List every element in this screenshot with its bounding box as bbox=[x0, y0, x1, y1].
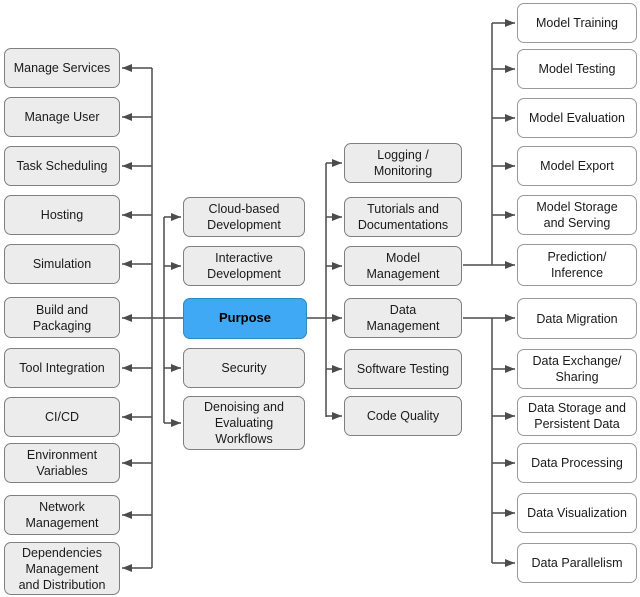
node-manage-services: Manage Services bbox=[4, 48, 120, 88]
node-tool-integration: Tool Integration bbox=[4, 348, 120, 388]
node-environment-variables: Environment Variables bbox=[4, 443, 120, 483]
node-model-training: Model Training bbox=[517, 3, 637, 43]
node-logging-monitoring: Logging / Monitoring bbox=[344, 143, 462, 183]
node-data-visualization: Data Visualization bbox=[517, 493, 637, 533]
node-build-and-packaging: Build and Packaging bbox=[4, 297, 120, 338]
node-prediction-inference: Prediction/​Inference bbox=[517, 244, 637, 286]
node-denoising-workflows: Denoising and Evaluating Workflows bbox=[183, 396, 305, 450]
node-network-management: Network Management bbox=[4, 495, 120, 535]
node-data-migration: Data Migration bbox=[517, 298, 637, 339]
node-tutorials-documentations: Tutorials and Documentations bbox=[344, 197, 462, 237]
node-data-management: Data Management bbox=[344, 298, 462, 338]
node-cloud-based-development: Cloud-based Development bbox=[183, 197, 305, 237]
node-model-management: Model Management bbox=[344, 246, 462, 286]
node-model-evaluation: Model Evaluation bbox=[517, 98, 637, 138]
node-task-scheduling: Task Scheduling bbox=[4, 146, 120, 186]
node-dependencies-management: Dependencies Management and Distribution bbox=[4, 542, 120, 595]
node-hosting: Hosting bbox=[4, 195, 120, 235]
node-data-storage-persistent: Data Storage and Persistent Data bbox=[517, 396, 637, 436]
node-model-testing: Model Testing bbox=[517, 49, 637, 89]
node-purpose: Purpose bbox=[183, 298, 307, 339]
node-data-parallelism: Data Parallelism bbox=[517, 543, 637, 583]
node-manage-user: Manage User bbox=[4, 97, 120, 137]
node-software-testing: Software Testing bbox=[344, 349, 462, 389]
node-ci-cd: CI/CD bbox=[4, 397, 120, 437]
node-model-export: Model Export bbox=[517, 146, 637, 186]
node-data-processing: Data Processing bbox=[517, 443, 637, 483]
node-data-exchange-sharing: Data Exchange/​Sharing bbox=[517, 349, 637, 389]
node-simulation: Simulation bbox=[4, 244, 120, 284]
node-model-storage-serving: Model Storage and Serving bbox=[517, 195, 637, 235]
node-code-quality: Code Quality bbox=[344, 396, 462, 436]
node-interactive-development: Interactive Development bbox=[183, 246, 305, 286]
node-security: Security bbox=[183, 348, 305, 388]
